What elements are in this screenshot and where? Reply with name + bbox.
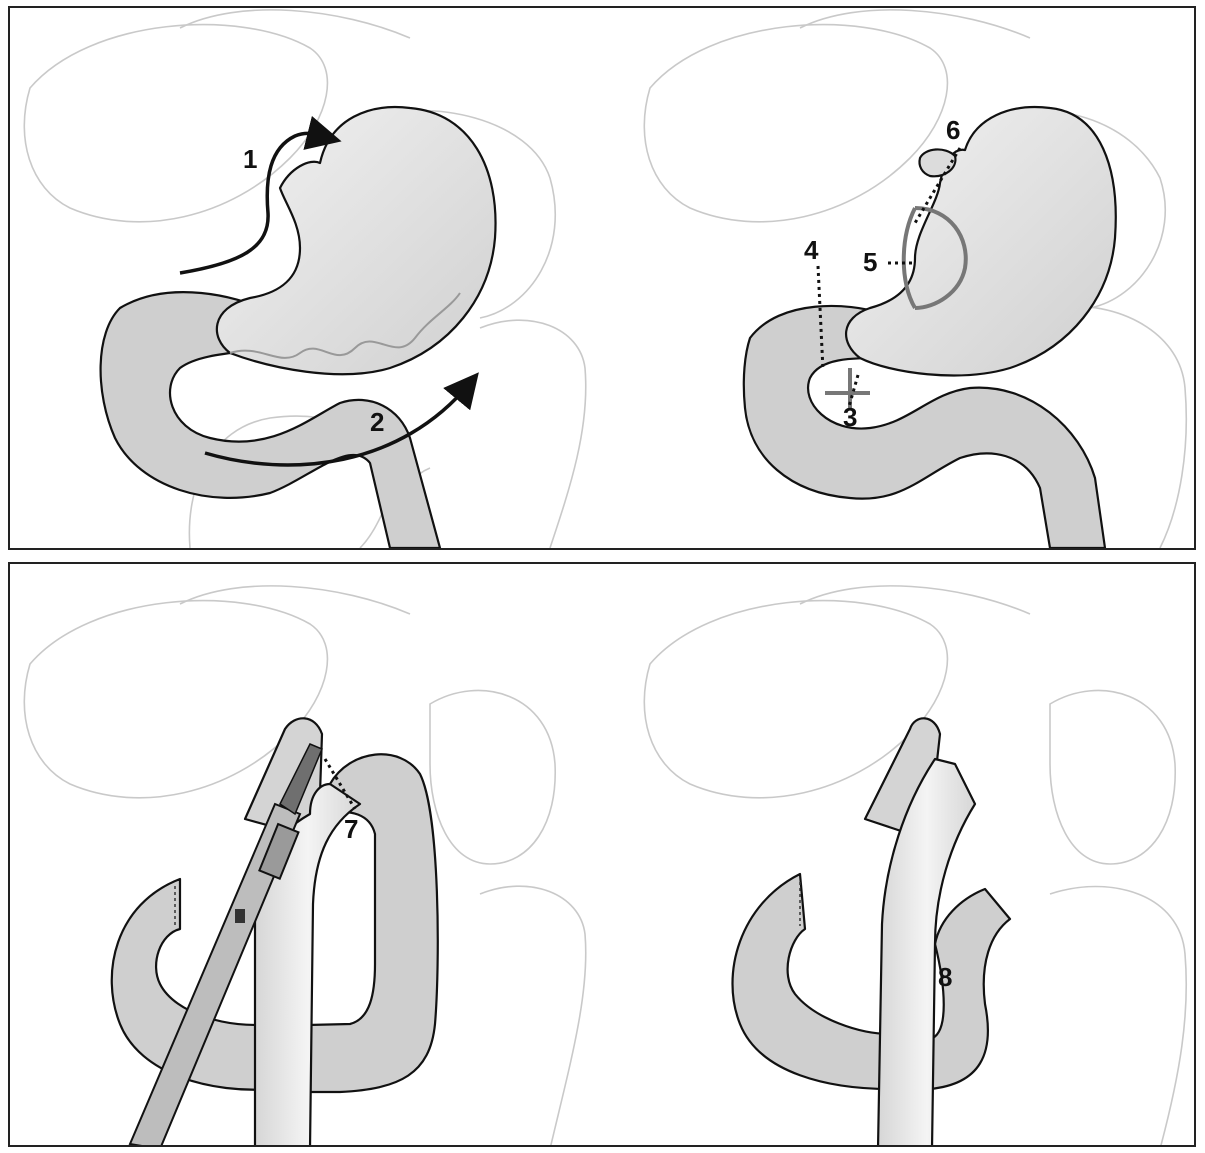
top-panel: 1 2 4 5 6 3: [8, 6, 1196, 550]
bottom-panel: 7 8: [8, 562, 1196, 1147]
label-step-2: 2: [370, 407, 384, 437]
label-step-7: 7: [344, 814, 358, 844]
bottom-panel-illustration: 7 8: [10, 564, 1196, 1147]
label-step-3: 3: [843, 402, 857, 432]
label-step-8: 8: [938, 962, 952, 992]
label-step-4: 4: [804, 235, 819, 265]
label-step-5: 5: [863, 247, 877, 277]
duodenal-loop-bottom-right: [733, 874, 891, 1089]
top-panel-illustration: 1 2 4 5 6 3: [10, 8, 1196, 550]
label-step-1: 1: [243, 144, 257, 174]
label-step-6: 6: [946, 115, 960, 145]
